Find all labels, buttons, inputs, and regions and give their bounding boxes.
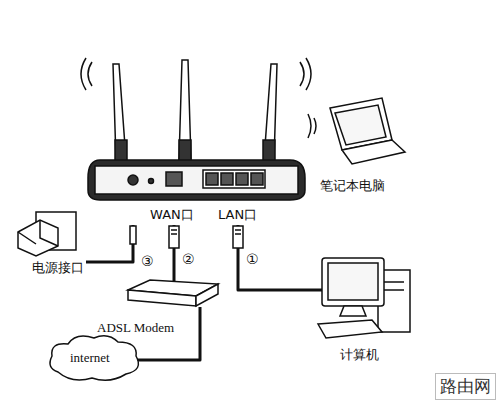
lan-port — [236, 173, 248, 185]
modem-illustration — [128, 280, 218, 306]
lan-plug — [233, 226, 243, 248]
laptop-base — [342, 140, 405, 164]
cloud-illustration — [50, 336, 138, 381]
monitor — [322, 258, 384, 306]
router: WAN口 LAN口 — [85, 55, 310, 225]
node-label: ADSL Modem — [97, 320, 174, 335]
power-plug — [130, 226, 136, 244]
antenna-base — [179, 140, 191, 162]
router-body — [88, 160, 305, 200]
modem-side — [196, 284, 218, 306]
drive-bay — [384, 282, 404, 290]
adsl-modem: ADSL Modem — [92, 276, 222, 337]
watermark: 路由网 — [435, 373, 496, 400]
lan-port — [221, 173, 233, 185]
laptop: 笔记本电脑 — [300, 92, 410, 196]
laptop-illustration — [308, 98, 405, 164]
callout-number: ③ — [140, 254, 155, 269]
antenna-base — [115, 140, 127, 162]
monitor-stand — [340, 306, 366, 316]
cable — [86, 225, 133, 262]
cable — [238, 225, 322, 290]
node-label: internet — [70, 350, 110, 365]
node-label: 计算机 — [340, 347, 379, 362]
callout-number: ① — [245, 252, 260, 267]
wifi-arc — [81, 58, 92, 90]
power-socket: 电源接口 — [10, 205, 86, 280]
adapter-edge — [18, 220, 58, 246]
internet-cloud — [50, 336, 138, 381]
lan-port-block — [203, 170, 265, 188]
keyboard — [318, 320, 382, 338]
node-label: 笔记本电脑 — [320, 178, 385, 193]
reset-button — [149, 179, 154, 184]
internet-cloud: internet — [45, 330, 145, 388]
power-adapter — [18, 220, 58, 256]
wifi-arc — [308, 114, 316, 138]
power-jack — [128, 175, 138, 185]
monitor-screen — [328, 263, 378, 300]
node-label: WAN口 — [150, 207, 194, 222]
lan-port — [251, 173, 263, 185]
antenna-base — [263, 140, 275, 162]
router-illustration — [81, 58, 311, 248]
laptop-display — [335, 105, 386, 145]
plug-detail — [171, 230, 177, 234]
modem-front — [128, 290, 196, 306]
wifi-arc — [300, 58, 311, 90]
callout-number: ② — [181, 252, 196, 267]
node-label: LAN口 — [218, 207, 257, 222]
wan-port — [166, 172, 182, 186]
back-panel — [95, 166, 298, 194]
power-illustration — [18, 212, 76, 256]
wan-plug — [169, 226, 179, 248]
node-label: 电源接口 — [32, 260, 84, 275]
computer: 计算机 — [314, 252, 416, 368]
plug-detail — [235, 230, 241, 234]
lan-port — [206, 173, 218, 185]
computer-illustration — [318, 258, 410, 338]
